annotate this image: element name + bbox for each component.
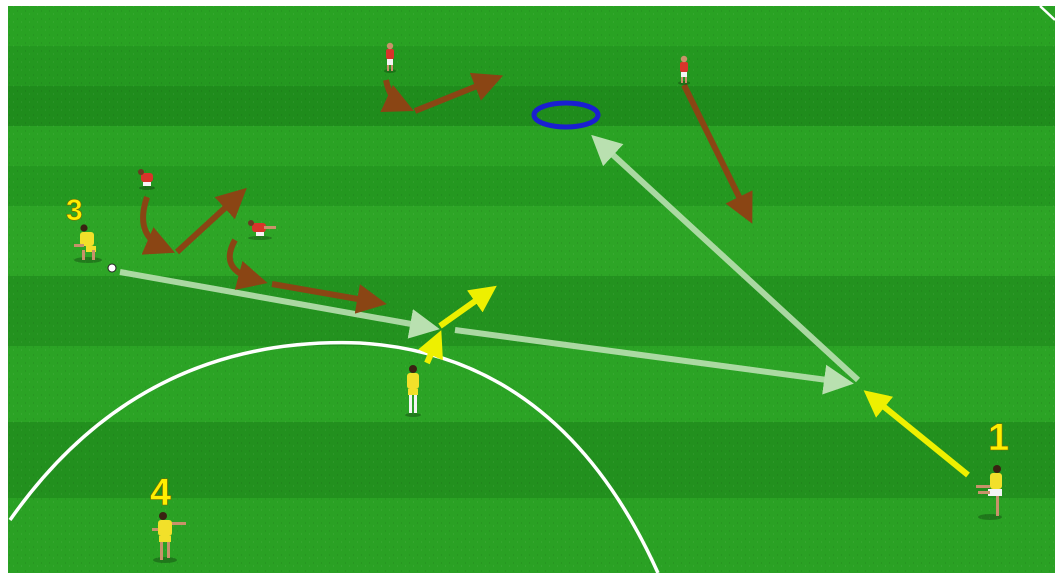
attacker-runs [418, 285, 970, 478]
run-arrow-defender-right [681, 83, 753, 224]
pass-arrows [119, 134, 861, 395]
player-label-3: 3 [66, 194, 83, 227]
run-arrow-player-1 [863, 390, 970, 478]
run-arrow-defender-mid-b [271, 281, 387, 314]
run-arrow-defender-left-b [174, 187, 247, 255]
red-player-icon [138, 169, 155, 190]
yellow-player-icon [152, 512, 186, 563]
run-arrow-defender-mid-a [226, 238, 268, 290]
run-arrow-defender-left-a [140, 196, 176, 255]
run-arrow-defender-top-a [380, 79, 414, 113]
yellow-player-icon [74, 224, 102, 263]
run-arrow-defender-top-b [413, 72, 504, 114]
corner-touchline [1039, 5, 1056, 21]
run-arrow-centre-forward [438, 285, 497, 329]
pass-arrow-3-to-centre [119, 269, 440, 339]
defender-runs [140, 72, 753, 314]
run-arrow-centre-up [418, 330, 443, 365]
pass-arrow-1-to-target [591, 134, 861, 383]
pass-arrow-centre-to-1 [454, 327, 854, 395]
yellow-player-icon [976, 465, 1002, 520]
player-label-4: 4 [150, 472, 171, 514]
ball-icon [107, 263, 117, 273]
red-player-icon [384, 42, 396, 73]
yellow-player-icon [405, 365, 421, 417]
red-player-icon [678, 55, 690, 85]
red-player-icon [248, 220, 276, 240]
centre-circle-line [8, 340, 660, 574]
target-zone-icon [531, 100, 601, 130]
player-label-1: 1 [988, 417, 1009, 459]
pitch-surface [8, 6, 1055, 573]
